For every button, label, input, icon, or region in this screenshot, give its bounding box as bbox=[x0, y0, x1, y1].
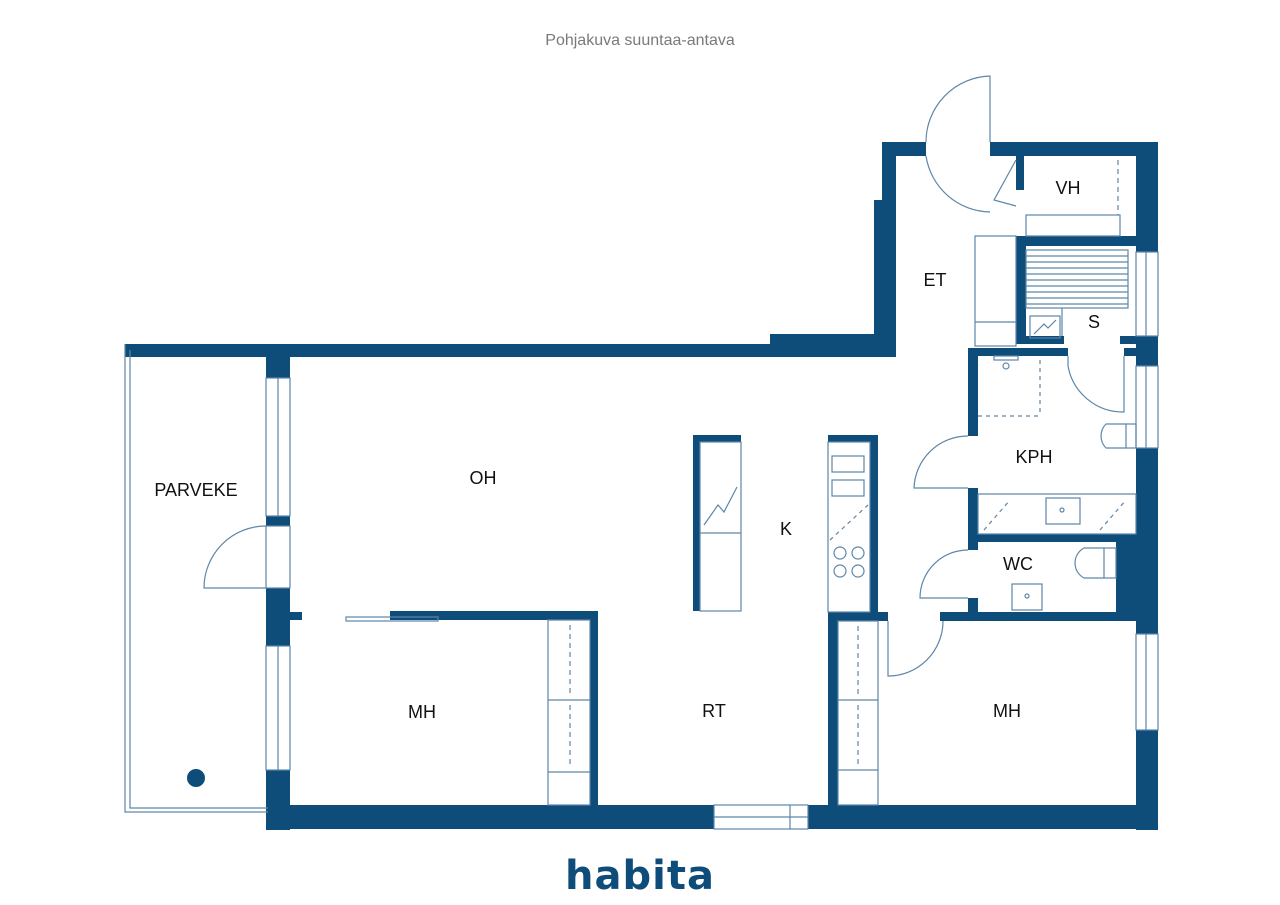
room-label-oh: OH bbox=[470, 468, 497, 488]
room-label-vh: VH bbox=[1055, 178, 1080, 198]
fixtures bbox=[124, 75, 1159, 830]
room-label-et: ET bbox=[923, 270, 946, 290]
drain-dot bbox=[187, 769, 205, 787]
room-label-mh-1: MH bbox=[408, 702, 436, 722]
room-labels: PARVEKE OH K ET VH S KPH WC MH RT MH bbox=[154, 178, 1100, 722]
room-label-wc: WC bbox=[1003, 554, 1033, 574]
room-label-parveke: PARVEKE bbox=[154, 480, 237, 500]
room-label-kph: KPH bbox=[1015, 447, 1052, 467]
room-label-rt: RT bbox=[702, 701, 726, 721]
room-label-mh-2: MH bbox=[993, 701, 1021, 721]
room-label-s: S bbox=[1088, 312, 1100, 332]
walls bbox=[125, 142, 1158, 830]
habita-logo: habita bbox=[565, 853, 715, 899]
plan-caption: Pohjakuva suuntaa-antava bbox=[545, 32, 735, 49]
room-label-k: K bbox=[780, 519, 792, 539]
